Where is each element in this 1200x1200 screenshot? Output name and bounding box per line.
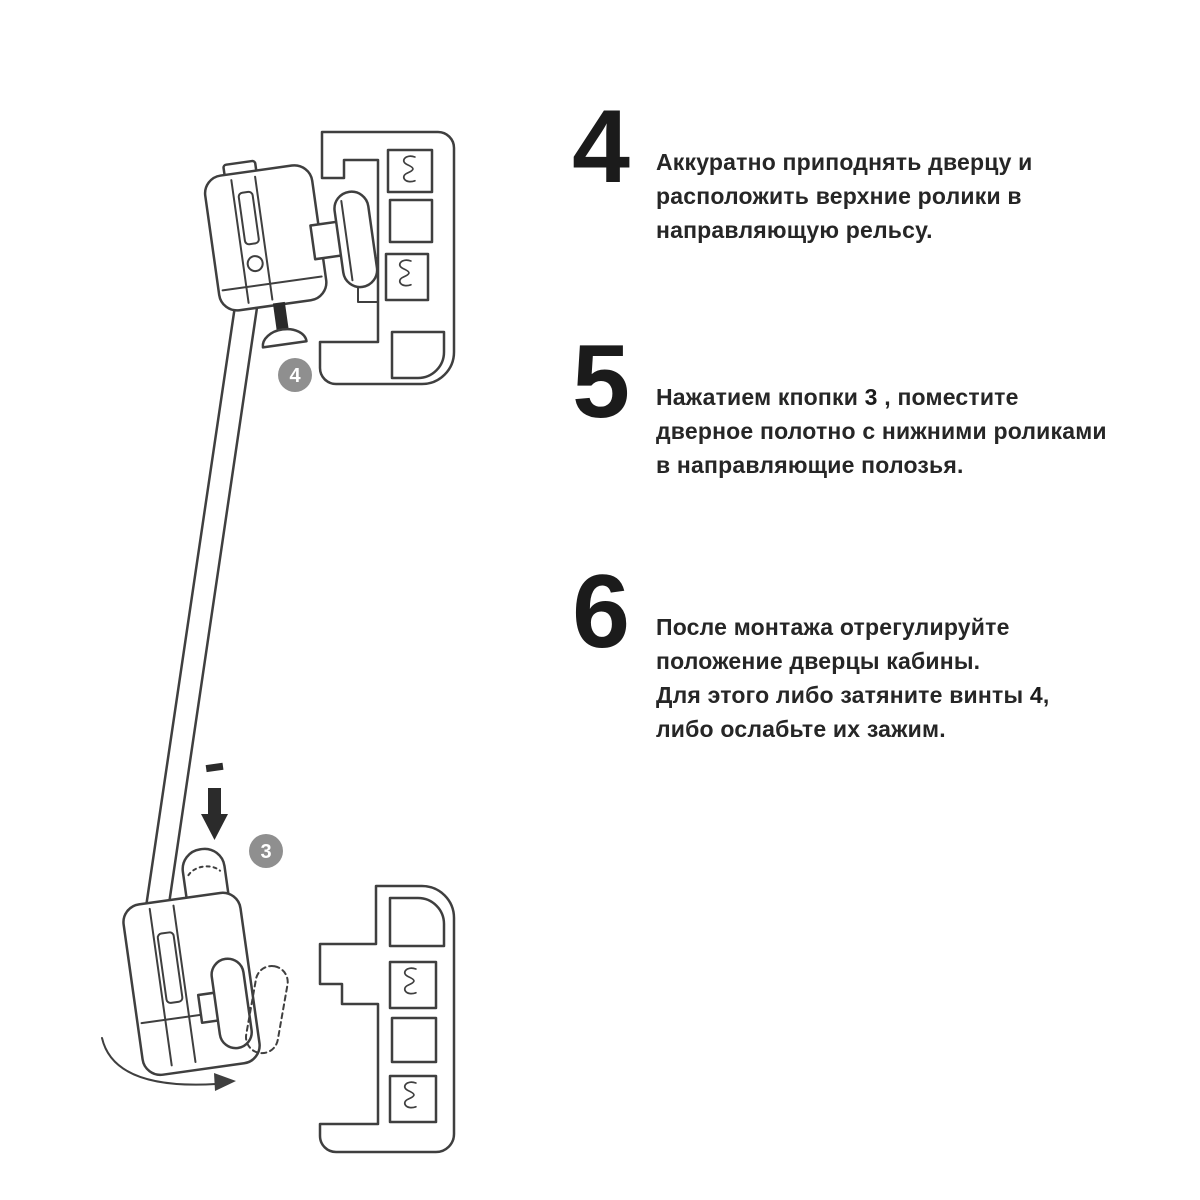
screw-shaft: [272, 301, 289, 334]
installation-diagram: 4: [0, 0, 560, 1200]
bottom-roller-assembly: [122, 847, 289, 1077]
step-6-text: После монтажа отрегулируйте положение дв…: [656, 610, 1196, 746]
top-roller: [333, 190, 379, 289]
rotation-arrow: [101, 1037, 236, 1091]
text-segment: либо ослабьте их зажим.: [656, 716, 946, 742]
profile-cell: [388, 960, 438, 1010]
text-segment: Для этого либо затяните винты: [656, 682, 1030, 708]
spring-symbol-icon: [403, 967, 417, 995]
text-segment: После монтажа отрегулируйте: [656, 614, 1010, 640]
diagram-svg: 4: [101, 130, 456, 1154]
text-segment: в направляющие полозья.: [656, 452, 964, 478]
text-segment: расположить верхние ролики в: [656, 183, 1022, 209]
step-text-line: расположить верхние ролики в: [656, 179, 1196, 213]
step-4-number: 4: [572, 89, 630, 205]
bottom-roller: [210, 957, 253, 1050]
step-5-text: Нажатием кпопки 3 , поместите дверное по…: [656, 380, 1196, 482]
inline-ref-number: 3: [864, 384, 878, 410]
spring-symbol-icon: [398, 259, 412, 287]
text-segment: дверное полотно с нижними роликами: [656, 418, 1107, 444]
step-6: 6 После монтажа отрегулируйте положение …: [566, 560, 1196, 746]
adjustment-screw-head: [246, 255, 264, 273]
callout-badge-4: 4: [278, 358, 312, 392]
step-text-line: Для этого либо затяните винты 4,: [656, 678, 1196, 712]
minus-mark: [205, 762, 224, 773]
profile-cell: [388, 1074, 438, 1124]
step-text-line: направляющую рельсу.: [656, 213, 1196, 247]
screw-dome-head: [261, 327, 308, 349]
step-text-line: либо ослабьте их зажим.: [656, 712, 1196, 746]
arrow-head: [214, 1073, 236, 1091]
badge-3-label: 3: [260, 841, 271, 863]
profile-cell: [388, 198, 434, 244]
badge-4-label: 4: [289, 365, 301, 387]
top-roller-assembly: [203, 159, 379, 349]
step-5: 5 Нажатием кпопки 3 , поместите дверное …: [566, 330, 1196, 482]
press-down-arrow: [201, 762, 228, 840]
spring-symbol-icon: [403, 1081, 417, 1109]
text-segment: Аккуратно приподнять дверцу и: [656, 149, 1033, 175]
step-text-line: Аккуратно приподнять дверцу и: [656, 145, 1196, 179]
text-segment: , поместите: [877, 384, 1019, 410]
step-6-number: 6: [572, 554, 630, 670]
text-segment: положение дверцы кабины.: [656, 648, 981, 674]
bottom-rail-profile: [318, 884, 456, 1154]
step-text-line: После монтажа отрегулируйте: [656, 610, 1196, 644]
step-text-line: Нажатием кпопки 3 , поместите: [656, 380, 1196, 414]
callout-badge-3: 3: [249, 834, 283, 868]
top-rail-profile: [318, 130, 456, 386]
text-segment: ,: [1042, 682, 1050, 708]
step-5-number: 5: [572, 324, 630, 440]
step-4: 4 Аккуратно приподнять дверцу и располож…: [566, 95, 1196, 247]
profile-cell: [390, 1016, 438, 1064]
spring-symbol-icon: [402, 155, 416, 183]
inline-ref-number: 4: [1029, 682, 1043, 708]
arrow-head: [201, 814, 228, 840]
text-segment: Нажатием кпопки: [656, 384, 865, 410]
step-text-line: дверное полотно с нижними роликами: [656, 414, 1196, 448]
step-4-text: Аккуратно приподнять дверцу и расположит…: [656, 145, 1196, 247]
bottom-roller-swung-position: [245, 965, 289, 1055]
text-segment: направляющую рельсу.: [656, 217, 933, 243]
step-text-line: в направляющие полозья.: [656, 448, 1196, 482]
profile-cell: [384, 252, 430, 302]
step-text-line: положение дверцы кабины.: [656, 644, 1196, 678]
